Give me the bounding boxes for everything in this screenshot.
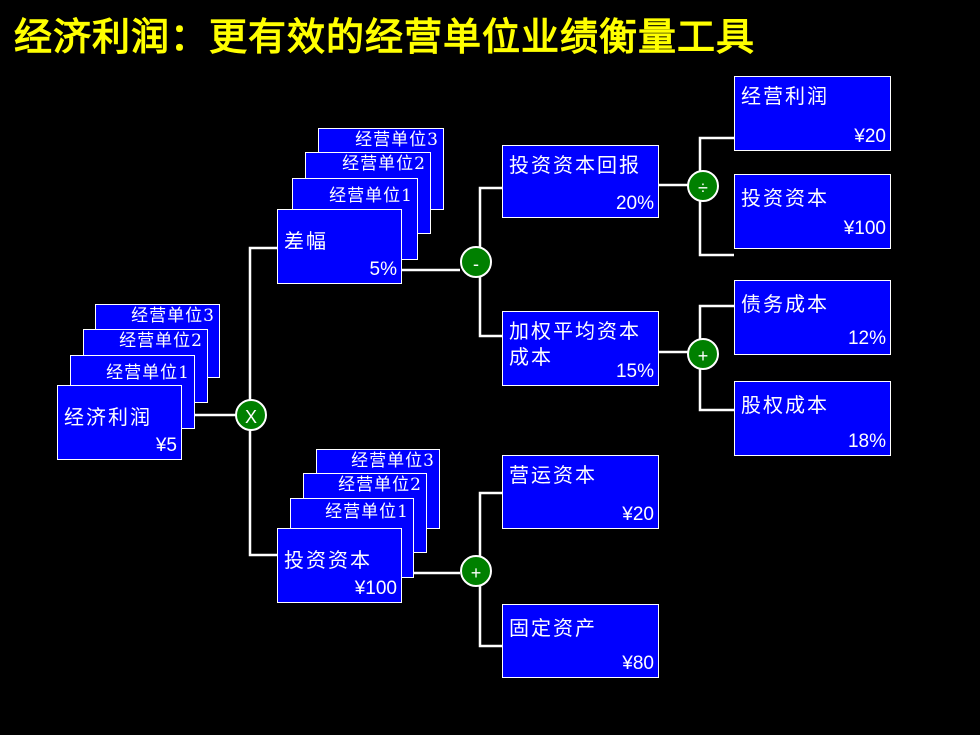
operating-profit-value: ¥20 (854, 126, 886, 147)
unit1-label: 经营单位1 (106, 363, 190, 383)
unit3-label: 经营单位3 (355, 130, 439, 150)
minus-operator: - (460, 246, 492, 278)
economic-profit-value: ¥5 (155, 435, 177, 456)
debt-cost-value: 12% (847, 328, 886, 349)
roic-label: 投资资本回报 (509, 153, 641, 177)
unit1-label: 经营单位1 (329, 186, 413, 206)
plus-operator: + (687, 338, 719, 370)
operating-profit-box: 经营利润 ¥20 (734, 76, 891, 151)
divide-operator: ÷ (687, 170, 719, 202)
fixed-assets-label: 固定资产 (509, 616, 597, 640)
invested-capital-right-label: 投资资本 (741, 186, 829, 210)
equity-cost-label: 股权成本 (741, 393, 829, 417)
wacc-value: 15% (615, 361, 654, 382)
wacc-box: 加权平均资本成本 15% (502, 311, 659, 386)
plus-operator: + (460, 555, 492, 587)
economic-profit-box: 经济利润 ¥5 (57, 385, 182, 460)
page-title: 经济利润：更有效的经营单位业绩衡量工具 (14, 14, 756, 59)
unit2-label: 经营单位2 (342, 154, 426, 174)
unit2-label: 经营单位2 (338, 475, 422, 495)
equity-cost-box: 股权成本 18% (734, 381, 891, 456)
working-capital-box: 营运资本 ¥20 (502, 455, 659, 529)
margin-label: 差幅 (284, 229, 328, 253)
roic-box: 投资资本回报 20% (502, 145, 659, 218)
equity-cost-value: 18% (847, 431, 886, 452)
debt-cost-label: 债务成本 (741, 292, 829, 316)
working-capital-value: ¥20 (622, 504, 654, 525)
unit3-label: 经营单位3 (351, 451, 435, 471)
margin-box: 差幅 5% (277, 209, 402, 284)
working-capital-label: 营运资本 (509, 463, 597, 487)
invested-capital-value: ¥100 (354, 578, 397, 599)
fixed-assets-value: ¥80 (622, 653, 654, 674)
invested-capital-right-box: 投资资本 ¥100 (734, 174, 891, 249)
wacc-label: 加权平均资本成本 (509, 319, 641, 369)
roic-value: 20% (615, 193, 654, 214)
unit2-label: 经营单位2 (119, 331, 203, 351)
multiply-operator: X (235, 399, 267, 431)
fixed-assets-box: 固定资产 ¥80 (502, 604, 659, 678)
invested-capital-right-value: ¥100 (843, 218, 886, 239)
unit3-label: 经营单位3 (131, 306, 215, 326)
unit1-label: 经营单位1 (325, 502, 409, 522)
debt-cost-box: 债务成本 12% (734, 280, 891, 355)
invested-capital-box: 投资资本 ¥100 (277, 528, 402, 603)
invested-capital-label: 投资资本 (284, 548, 372, 572)
economic-profit-label: 经济利润 (64, 405, 152, 429)
margin-value: 5% (369, 259, 397, 280)
operating-profit-label: 经营利润 (741, 84, 829, 108)
